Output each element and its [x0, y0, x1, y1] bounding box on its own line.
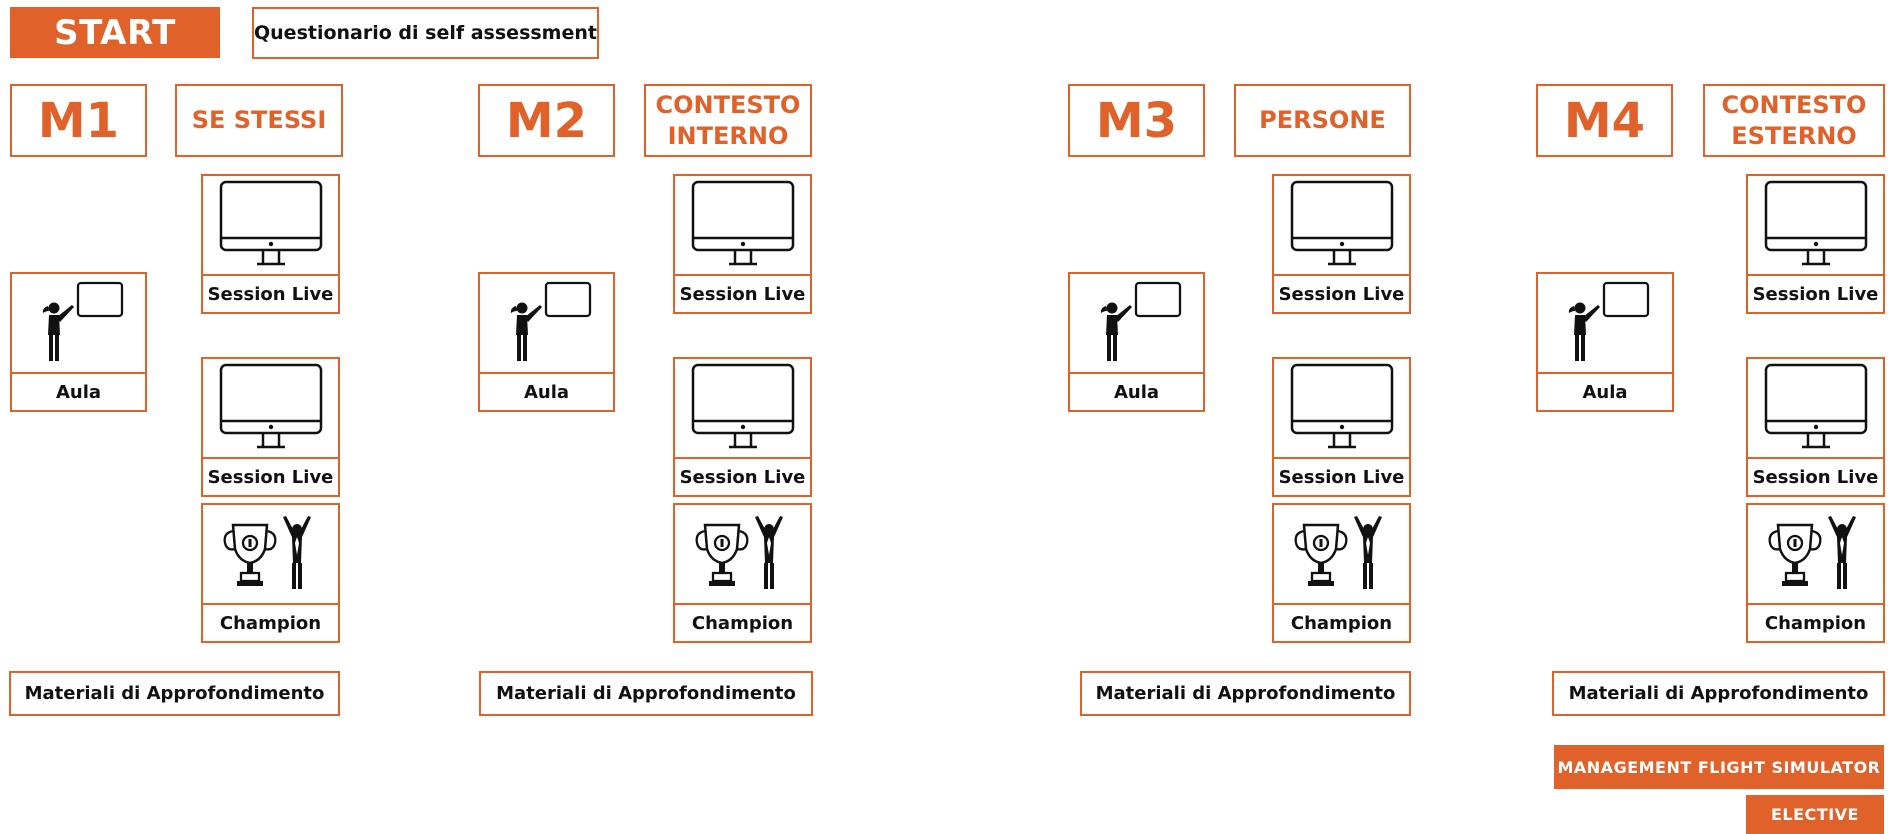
module-topic-line: CONTESTO	[1721, 90, 1867, 119]
trophy-winner-icon	[691, 515, 795, 593]
module-topic-line: CONTESTO	[655, 90, 801, 119]
management-flight-simulator-badge[interactable]: MANAGEMENT FLIGHT SIMULATOR	[1554, 745, 1884, 789]
session-live-label: Session Live	[203, 457, 338, 495]
session-live-card-m3-2[interactable]: Session Live	[1272, 357, 1411, 497]
module-code-m2: M2	[478, 84, 615, 157]
module-topic-line: PERSONE	[1259, 106, 1386, 134]
session-live-label: Session Live	[203, 274, 338, 312]
champion-label: Champion	[675, 603, 810, 641]
aula-label: Aula	[480, 372, 613, 410]
start-badge: START	[10, 7, 220, 58]
teacher-icon	[1560, 277, 1650, 369]
elective-badge[interactable]: ELECTIVE	[1746, 795, 1884, 834]
session-live-label: Session Live	[1274, 457, 1409, 495]
module-code-m4: M4	[1536, 84, 1673, 157]
session-live-card-m1-1[interactable]: Session Live	[201, 174, 340, 314]
monitor-icon	[691, 363, 795, 453]
session-live-card-m1-2[interactable]: Session Live	[201, 357, 340, 497]
module-topic-line: SE STESSI	[191, 106, 327, 134]
session-live-card-m2-1[interactable]: Session Live	[673, 174, 812, 314]
session-live-label: Session Live	[1748, 457, 1883, 495]
teacher-icon	[34, 277, 124, 369]
session-live-label: Session Live	[675, 274, 810, 312]
session-live-label: Session Live	[1748, 274, 1883, 312]
session-live-card-m4-2[interactable]: Session Live	[1746, 357, 1885, 497]
monitor-icon	[1290, 180, 1394, 270]
materials-box-m1[interactable]: Materiali di Approfondimento	[9, 671, 340, 716]
monitor-icon	[691, 180, 795, 270]
trophy-winner-icon	[1290, 515, 1394, 593]
aula-label: Aula	[1070, 372, 1203, 410]
monitor-icon	[1290, 363, 1394, 453]
session-live-card-m4-1[interactable]: Session Live	[1746, 174, 1885, 314]
module-code-m1: M1	[10, 84, 147, 157]
aula-card-m4[interactable]: Aula	[1536, 272, 1674, 412]
module-topic-line: ESTERNO	[1731, 121, 1857, 150]
module-topic-m3: PERSONE	[1234, 84, 1411, 157]
aula-label: Aula	[1538, 372, 1672, 410]
monitor-icon	[219, 363, 323, 453]
aula-card-m1[interactable]: Aula	[10, 272, 147, 412]
champion-card-m4[interactable]: Champion	[1746, 503, 1885, 643]
session-live-card-m3-1[interactable]: Session Live	[1272, 174, 1411, 314]
module-topic-line: INTERNO	[667, 121, 789, 150]
materials-box-m4[interactable]: Materiali di Approfondimento	[1552, 671, 1885, 716]
champion-card-m2[interactable]: Champion	[673, 503, 812, 643]
monitor-icon	[1764, 180, 1868, 270]
module-code-m3: M3	[1068, 84, 1205, 157]
materials-box-m3[interactable]: Materiali di Approfondimento	[1080, 671, 1411, 716]
champion-label: Champion	[203, 603, 338, 641]
champion-card-m3[interactable]: Champion	[1272, 503, 1411, 643]
session-live-card-m2-2[interactable]: Session Live	[673, 357, 812, 497]
session-live-label: Session Live	[1274, 274, 1409, 312]
trophy-winner-icon	[1764, 515, 1868, 593]
champion-card-m1[interactable]: Champion	[201, 503, 340, 643]
champion-label: Champion	[1274, 603, 1409, 641]
teacher-icon	[502, 277, 592, 369]
session-live-label: Session Live	[675, 457, 810, 495]
module-topic-m1: SE STESSI	[175, 84, 343, 157]
trophy-winner-icon	[219, 515, 323, 593]
aula-card-m3[interactable]: Aula	[1068, 272, 1205, 412]
teacher-icon	[1092, 277, 1182, 369]
monitor-icon	[219, 180, 323, 270]
aula-label: Aula	[12, 372, 145, 410]
questionnaire-box[interactable]: Questionario di self assessment	[252, 7, 599, 59]
champion-label: Champion	[1748, 603, 1883, 641]
monitor-icon	[1764, 363, 1868, 453]
materials-box-m2[interactable]: Materiali di Approfondimento	[479, 671, 813, 716]
aula-card-m2[interactable]: Aula	[478, 272, 615, 412]
